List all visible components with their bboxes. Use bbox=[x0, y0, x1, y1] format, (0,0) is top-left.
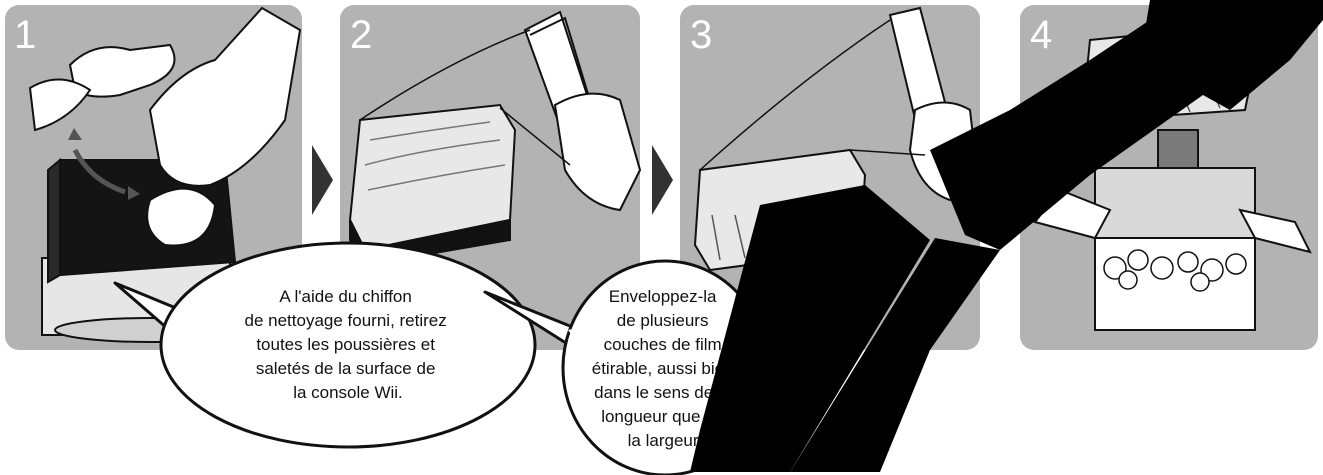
bubble-1-line: la console Wii. bbox=[293, 383, 403, 402]
step-number-4: 4 bbox=[1030, 13, 1052, 57]
step-number-2: 2 bbox=[350, 13, 372, 57]
step-number-3: 3 bbox=[690, 13, 712, 57]
step-number-1: 1 bbox=[14, 13, 36, 57]
bubble-1-line: saletés de la surface de bbox=[256, 359, 436, 378]
triangle-right-icon bbox=[312, 145, 333, 215]
bubble-1-line: de nettoyage fourni, retirez bbox=[245, 311, 447, 330]
bubble-2-line: de plusieurs bbox=[617, 311, 709, 330]
bubble-1-line: A l'aide du chiffon bbox=[279, 287, 411, 306]
bubble-1-line: toutes les poussières et bbox=[256, 335, 435, 354]
bubble-2-line: la largeur. bbox=[628, 431, 703, 450]
box-icon bbox=[1095, 238, 1255, 330]
bubble-2-line: Enveloppez-la bbox=[609, 287, 717, 306]
triangle-right-icon bbox=[652, 145, 673, 215]
bubble-2-line: couches de film bbox=[604, 335, 722, 354]
bubble-2-line: étirable, aussi bien bbox=[592, 359, 734, 378]
